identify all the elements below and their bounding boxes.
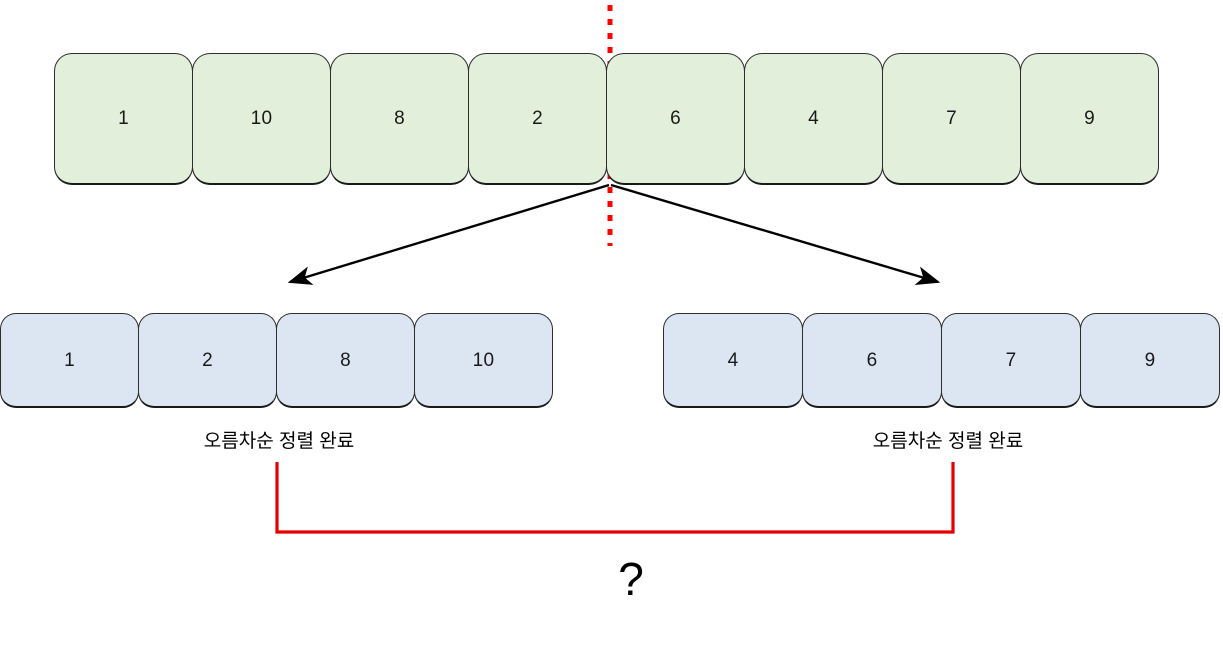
array-cell[interactable]: 7: [941, 313, 1081, 408]
array-cell[interactable]: 10: [192, 53, 331, 185]
array-cell[interactable]: 1: [0, 313, 139, 408]
cell-value: 9: [1144, 349, 1156, 371]
array-cell[interactable]: 2: [138, 313, 277, 408]
array-cell[interactable]: 2: [468, 53, 607, 185]
cell-value: 9: [1084, 108, 1095, 129]
cell-value: 1: [64, 349, 75, 371]
cell-value: 2: [202, 349, 213, 371]
cell-value: 6: [866, 349, 878, 371]
array-cell[interactable]: 1: [54, 53, 193, 185]
array-cell[interactable]: 4: [663, 313, 803, 408]
array-cell[interactable]: 4: [744, 53, 883, 185]
array-cell[interactable]: 7: [882, 53, 1021, 185]
sorted-right-array: 4 6 7 9: [663, 313, 1220, 408]
cell-value: 4: [727, 349, 739, 371]
array-cell[interactable]: 9: [1020, 53, 1159, 185]
array-cell[interactable]: 9: [1080, 313, 1220, 408]
array-cell[interactable]: 6: [606, 53, 745, 185]
unsorted-array: 1 10 8 2 6 4 7 9: [54, 53, 1159, 185]
sorted-right-caption: 오름차순 정렬 완료: [872, 431, 1024, 452]
cell-value: 8: [394, 108, 405, 129]
cell-value: 6: [670, 108, 681, 129]
split-left-arrow: [287, 183, 610, 285]
cell-value: 2: [532, 108, 543, 129]
cell-value: 4: [808, 108, 819, 129]
cell-value: 7: [1005, 349, 1017, 371]
sorted-left-caption: 오름차순 정렬 완료: [203, 431, 355, 452]
merge-bracket: [275, 462, 955, 534]
cell-value: 1: [118, 108, 129, 129]
cell-value: 7: [946, 108, 957, 129]
sorted-left-array: 1 2 8 10: [0, 313, 553, 408]
array-cell[interactable]: 8: [330, 53, 469, 185]
cell-value: 8: [340, 349, 351, 371]
array-cell[interactable]: 10: [414, 313, 553, 408]
split-right-arrow: [610, 183, 941, 286]
cell-value: 10: [472, 349, 495, 371]
cell-value: 10: [250, 108, 273, 129]
array-cell[interactable]: 8: [276, 313, 415, 408]
array-cell[interactable]: 6: [802, 313, 942, 408]
merge-question-mark: ?: [618, 553, 644, 605]
